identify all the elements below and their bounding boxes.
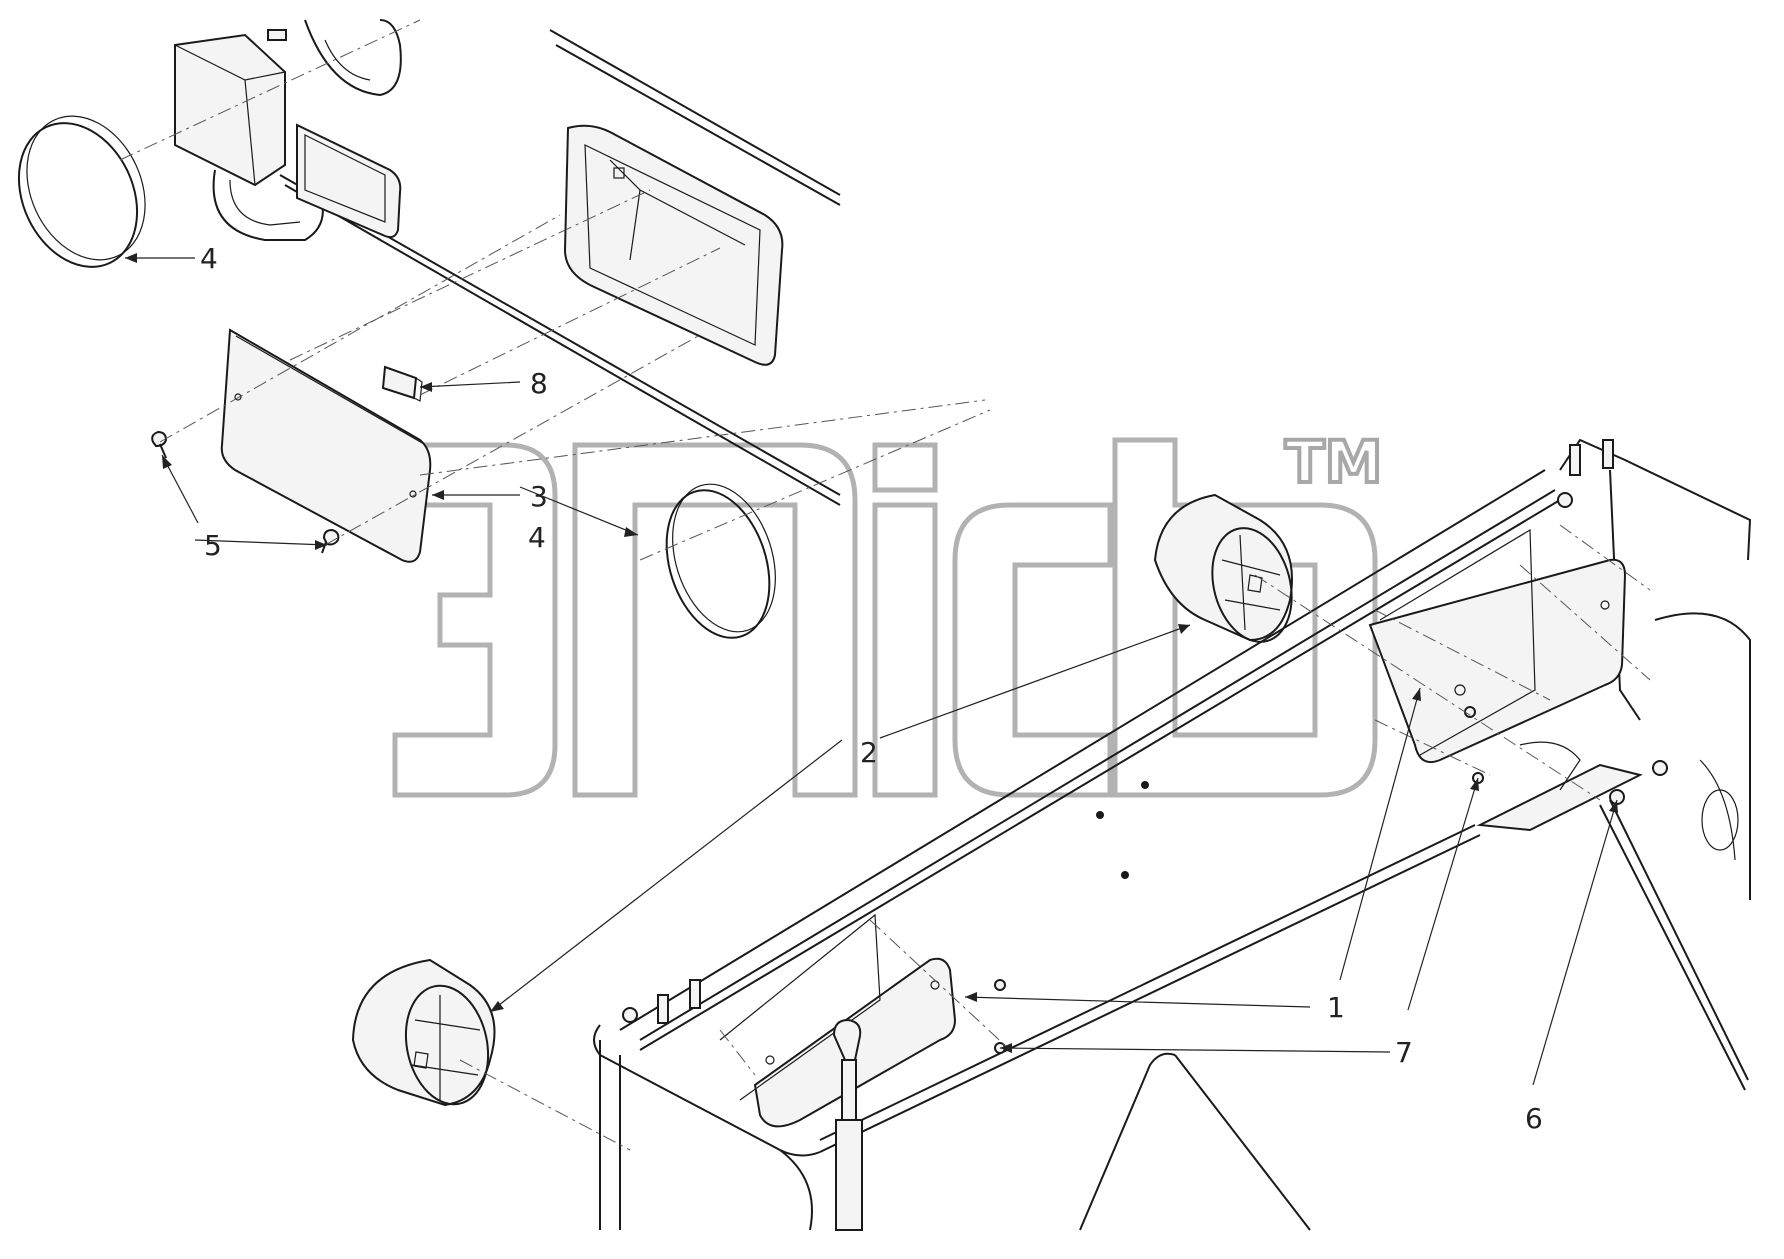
part-5-screw-upper bbox=[151, 430, 168, 459]
lower-housing bbox=[593, 438, 1752, 1231]
watermark-trademark: TM bbox=[1285, 428, 1382, 496]
callout-2: 2 bbox=[860, 736, 878, 769]
callout-4-middle: 4 bbox=[528, 521, 546, 554]
callout-7: 7 bbox=[1395, 1036, 1413, 1069]
callout-labels: 4 8 3 4 5 2 1 7 6 bbox=[200, 242, 1543, 1135]
callout-6: 6 bbox=[1525, 1102, 1543, 1135]
part-5-screw-lower bbox=[321, 528, 340, 554]
assembly-lines bbox=[119, 19, 1651, 1151]
callout-4-upper: 4 bbox=[200, 242, 218, 275]
part-4-ring-upper bbox=[17, 115, 146, 268]
part-3-cover-panel bbox=[220, 328, 432, 563]
callout-1: 1 bbox=[1327, 991, 1345, 1024]
callout-5: 5 bbox=[204, 529, 222, 562]
callout-8: 8 bbox=[530, 367, 548, 400]
part-8-clip bbox=[381, 365, 423, 402]
watermark-logo: TM bbox=[392, 426, 1384, 798]
part-2-duct-lower bbox=[351, 958, 496, 1107]
callout-3: 3 bbox=[530, 480, 548, 513]
callout-leaders bbox=[125, 253, 1618, 1086]
upper-body-panel bbox=[174, 19, 841, 506]
part-4-ring-middle bbox=[665, 483, 776, 639]
